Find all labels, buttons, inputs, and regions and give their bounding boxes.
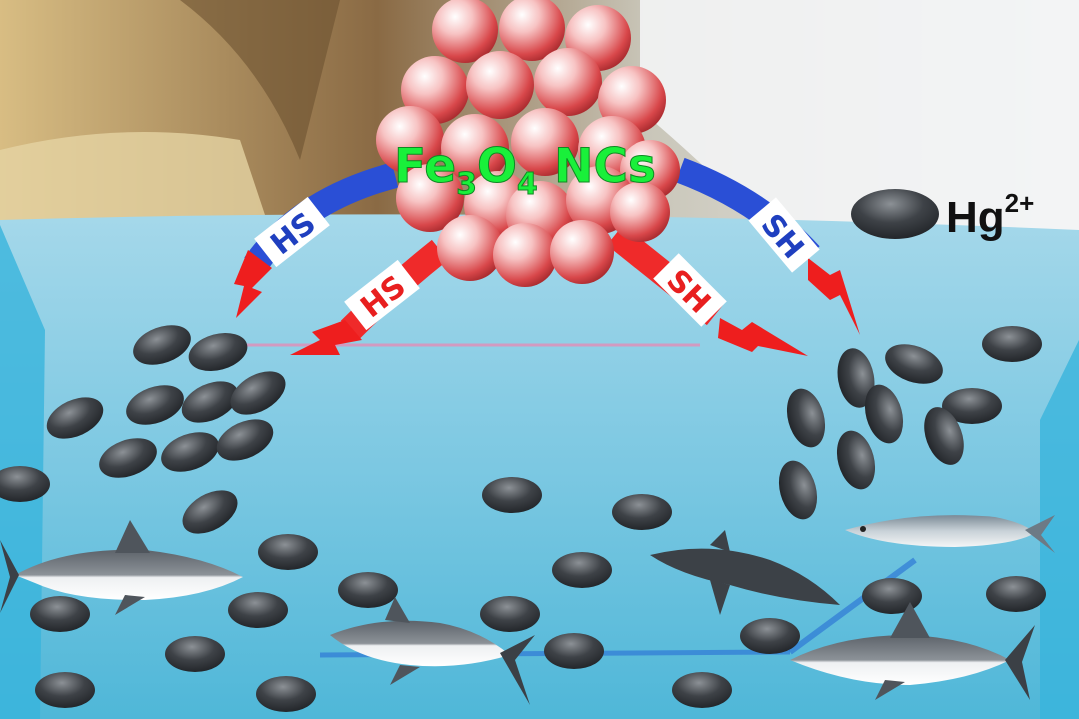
mercury-ion: [986, 576, 1046, 612]
mercury-ion-group: [0, 325, 1046, 712]
mercury-ion: [786, 388, 826, 448]
title-sub-3: 3: [456, 167, 477, 202]
nanosphere: [466, 51, 534, 119]
rock-face: [180, 0, 340, 160]
mercury-ion-icon: [851, 189, 939, 239]
nanosphere: [441, 114, 509, 182]
legend-hg: Hg: [946, 193, 1005, 242]
nanosphere: [610, 182, 670, 242]
mercury-ion: [672, 672, 732, 708]
shark-icon: [330, 597, 535, 705]
title-o: O: [477, 139, 517, 194]
title-sub-4: 4: [517, 167, 538, 202]
legend-charge: 2+: [1005, 188, 1035, 218]
mercury-ion: [612, 494, 672, 530]
mercury-ion: [188, 332, 248, 372]
mercury-ion: [165, 636, 225, 672]
shark-icon: [790, 602, 1035, 700]
water-line-blue-rise: [788, 557, 917, 655]
mercury-ion: [256, 676, 316, 712]
nanosphere: [396, 164, 464, 232]
mercury-ion: [46, 397, 104, 439]
mercury-ion: [885, 344, 943, 384]
nanosphere: [437, 215, 503, 281]
nanosphere: [499, 0, 565, 61]
mercury-ion: [942, 388, 1002, 424]
mercury-ion: [161, 432, 219, 472]
fish-icon: [845, 515, 1055, 553]
tank-wall-right: [1040, 340, 1079, 719]
sand-patch: [0, 132, 270, 230]
mercury-ion: [30, 596, 90, 632]
mercury-ion: [216, 419, 274, 461]
mercury-ion: [258, 534, 318, 570]
mercury-ion: [982, 326, 1042, 362]
legend: Hg2+: [851, 188, 1034, 242]
title-fe: Fe: [394, 139, 456, 194]
mercury-ion: [482, 477, 542, 513]
mercury-ion: [740, 618, 800, 654]
mercury-ion: [182, 490, 238, 534]
mercury-ion: [35, 672, 95, 708]
mercury-ion: [862, 578, 922, 614]
nanosphere: [493, 223, 557, 287]
mercury-ion: [837, 348, 875, 408]
mercury-ion: [338, 572, 398, 608]
shark-icon: [650, 530, 840, 615]
mercury-ion: [99, 438, 157, 478]
mercury-ion: [778, 460, 818, 520]
mercury-ion: [126, 385, 184, 425]
nanosphere: [376, 106, 444, 174]
nanosphere: [550, 220, 614, 284]
nanosphere: [511, 108, 579, 176]
title-ncs: NCs: [538, 139, 656, 194]
mercury-ion: [544, 633, 604, 669]
nanocluster-icon: [376, 0, 680, 287]
mercury-ion: [230, 371, 286, 415]
mercury-ion: [133, 325, 191, 365]
nanosphere: [432, 0, 498, 63]
mercury-ion: [181, 381, 239, 423]
mercury-ion: [864, 384, 904, 444]
mercury-ion: [0, 466, 50, 502]
legend-label: Hg2+: [946, 188, 1034, 242]
mercury-ion: [228, 592, 288, 628]
shark-icon: [0, 520, 243, 615]
mercury-ion: [924, 407, 964, 465]
mercury-ion: [836, 430, 876, 490]
nanosphere: [534, 48, 602, 116]
mercury-ion: [480, 596, 540, 632]
nanocluster-title: Fe3O4 NCs: [394, 139, 656, 202]
mercury-ion: [552, 552, 612, 588]
